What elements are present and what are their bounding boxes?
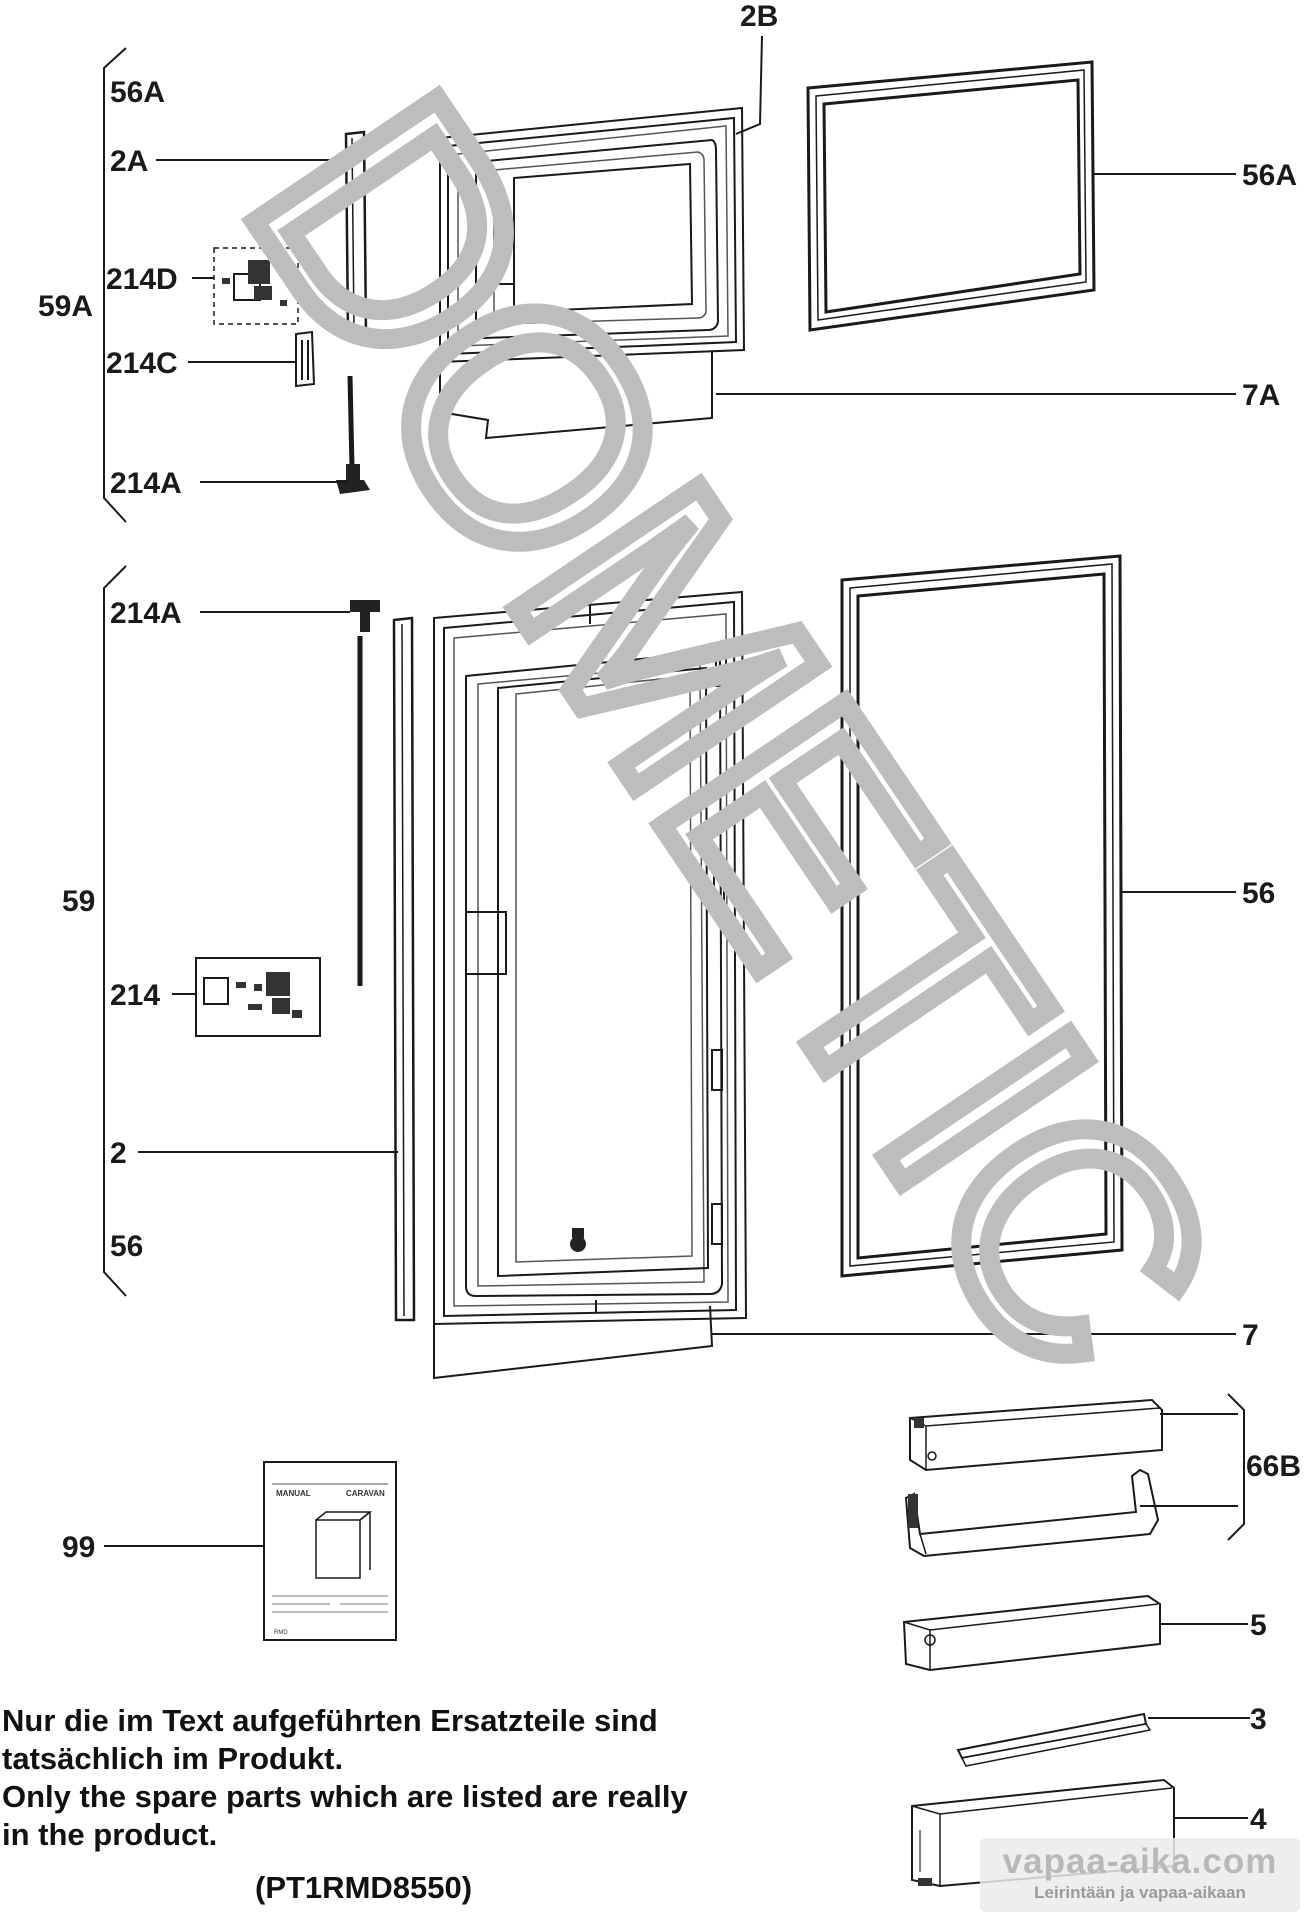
label-4: 4 <box>1250 1803 1267 1836</box>
fridge-gasket <box>840 554 1124 1278</box>
label-66B: 66B <box>1246 1450 1301 1483</box>
shelf-3 <box>956 1712 1152 1767</box>
shelf-5 <box>902 1594 1161 1672</box>
hinge-pin-214A-mid <box>350 600 380 986</box>
label-2: 2 <box>110 1137 127 1170</box>
freezer-gasket <box>806 60 1096 332</box>
fridge-door-panel <box>433 590 748 1326</box>
label-2A: 2A <box>110 145 148 178</box>
freezer-door-hinge-plate-7A <box>439 352 713 440</box>
bracket-59 <box>103 565 127 1297</box>
label-56A-left: 56A <box>110 76 165 109</box>
manual-header-right: CARAVAN <box>346 1489 385 1498</box>
label-214A-top: 214A <box>110 467 182 500</box>
manual-header-left: MANUAL <box>276 1489 311 1498</box>
label-56-right: 56 <box>1242 877 1275 910</box>
freezer-hinge-rod-2A <box>344 130 368 336</box>
label-214A-mid: 214A <box>110 597 182 630</box>
part-code: (PT1RMD8550) <box>255 1870 473 1905</box>
label-214: 214 <box>110 979 160 1012</box>
fridge-door-hinge-plate-7 <box>433 1305 714 1380</box>
bracket-66B <box>1227 1393 1245 1541</box>
shelf-66B-bottom <box>904 1468 1160 1558</box>
label-56-left: 56 <box>110 1230 143 1263</box>
note-de-line1: Nur die im Text aufgeführten Ersatzteile… <box>2 1703 658 1738</box>
hinge-kit-214D <box>213 247 299 325</box>
hinge-bracket-214C <box>295 330 316 388</box>
label-7A: 7A <box>1242 379 1280 412</box>
hinge-kit-214 <box>195 957 321 1037</box>
label-214C: 214C <box>106 347 178 380</box>
freezer-door-panel <box>439 106 746 364</box>
hinge-pin-214A-top <box>336 375 370 494</box>
label-59: 59 <box>62 885 95 918</box>
label-7: 7 <box>1242 1319 1259 1352</box>
label-5: 5 <box>1250 1609 1267 1642</box>
label-56A-right: 56A <box>1242 159 1297 192</box>
shelf-66B-top <box>909 1398 1163 1472</box>
label-3: 3 <box>1250 1703 1267 1736</box>
label-214D: 214D <box>106 263 178 296</box>
note-de-line2: tatsächlich im Produkt. <box>2 1741 344 1776</box>
label-59A: 59A <box>38 290 93 323</box>
bracket-59A <box>103 47 127 523</box>
site-watermark-tagline: Leirintään ja vapaa-aikaan <box>1034 1883 1246 1902</box>
manual-model: RMD <box>274 1630 288 1636</box>
leader-lines <box>104 35 1250 1819</box>
fridge-hinge-rod-2 <box>392 616 416 1322</box>
instruction-manual <box>263 1461 397 1641</box>
note-en-line1: Only the spare parts which are listed ar… <box>2 1779 688 1814</box>
label-2B: 2B <box>740 0 778 33</box>
label-99: 99 <box>62 1531 95 1564</box>
site-watermark: vapaa-aika.com Leirintään ja vapaa-aikaa… <box>980 1838 1300 1912</box>
note-en-line2: in the product. <box>2 1817 218 1852</box>
site-watermark-domain: vapaa-aika.com <box>1002 1842 1278 1881</box>
